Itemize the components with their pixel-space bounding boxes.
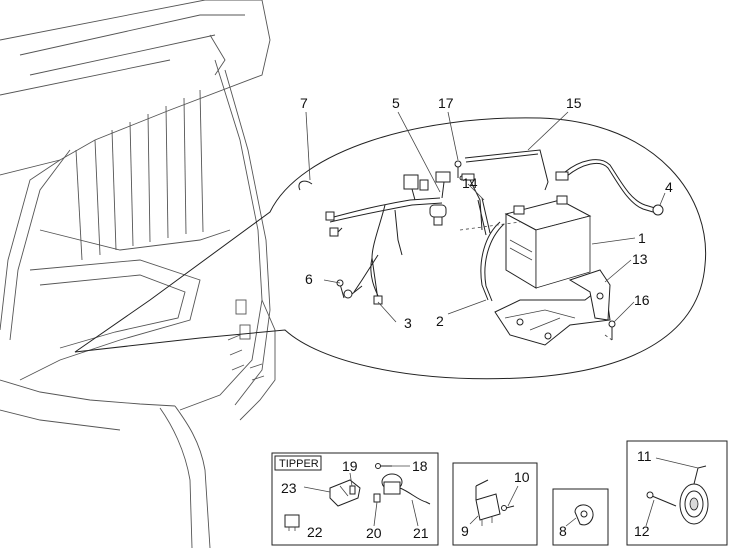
bolt-part-6: [336, 279, 363, 299]
battery-part-1: [504, 195, 592, 289]
ground-lead-part-3: [371, 257, 383, 305]
detail-bubble: [74, 117, 707, 380]
callout-8: 8: [559, 523, 567, 539]
callout-18: 18: [412, 458, 428, 474]
callout-23: 23: [281, 480, 297, 496]
callout-22: 22: [307, 524, 323, 540]
tipper-label: TIPPER: [279, 458, 319, 470]
cable-part-2: [480, 221, 501, 301]
clip-part-7: [298, 180, 313, 191]
cable-part-2b: [484, 223, 505, 302]
callout-10: 10: [514, 469, 530, 485]
callout-12: 12: [634, 523, 650, 539]
callout-5: 5: [392, 95, 400, 111]
battery-cable-part-4: [555, 159, 664, 216]
callout-14: 14: [462, 175, 478, 191]
bolt-part-16: [608, 320, 616, 340]
callout-13: 13: [632, 251, 648, 267]
horn-box: 11 12: [626, 440, 728, 546]
cab-outline-drawing: [0, 0, 276, 549]
relay-part-9: [475, 493, 501, 521]
callout-16: 16: [634, 292, 650, 308]
clamp-part-14: [477, 197, 491, 236]
callout-21: 21: [413, 525, 429, 541]
callout-1: 1: [638, 230, 646, 246]
relay-box: 10 9: [452, 462, 538, 546]
callout-11: 11: [637, 448, 652, 464]
battery-tray-part-13: [494, 269, 611, 346]
callout-4: 4: [665, 179, 673, 195]
callout-20: 20: [366, 525, 382, 541]
callout-15: 15: [566, 95, 582, 111]
callout-2: 2: [436, 313, 444, 329]
part-8-box: 8: [552, 488, 609, 546]
callout-17: 17: [438, 95, 454, 111]
horn-part-11: [679, 465, 709, 525]
leader-lines: [305, 111, 666, 323]
callout-6: 6: [305, 271, 313, 287]
callout-3: 3: [404, 315, 412, 331]
callout-numbers: 7 5 17 15 14 4 1 13 16 6 3 2: [300, 95, 673, 331]
callout-7: 7: [300, 95, 308, 111]
wiring-harness-part-5: [325, 171, 451, 301]
callout-9: 9: [461, 523, 469, 539]
callout-19: 19: [342, 458, 358, 474]
rod-part-15: [461, 149, 549, 231]
bolt-part-12: [651, 495, 677, 507]
tipper-box: TIPPER 19 18 23 22 20 21: [271, 452, 439, 546]
